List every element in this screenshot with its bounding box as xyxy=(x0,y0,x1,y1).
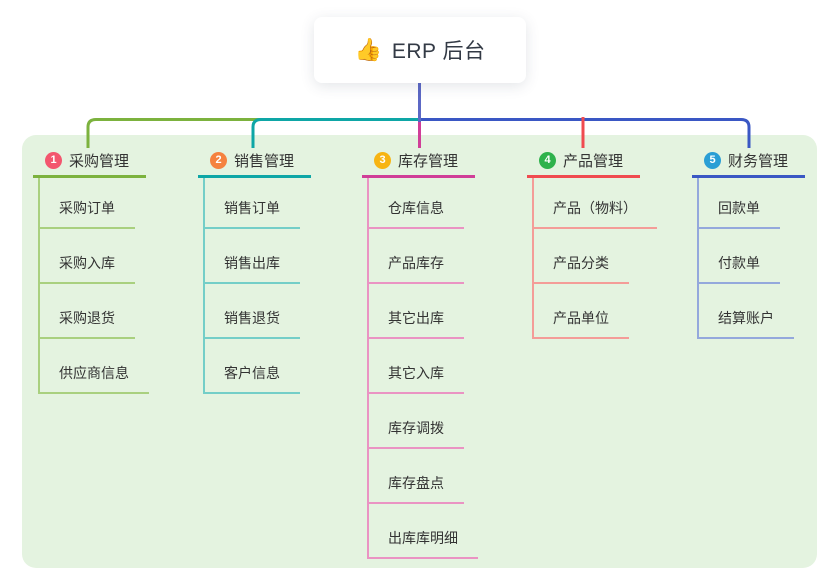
child-node-label: 供应商信息 xyxy=(59,365,129,381)
branch-children: 销售订单 销售出库 销售退货 客户信息 xyxy=(203,178,300,394)
child-node-label: 产品单位 xyxy=(553,310,609,326)
child-node[interactable]: 结算账户 xyxy=(699,284,794,339)
branch-children: 产品（物料） 产品分类 产品单位 xyxy=(532,178,657,339)
branch-node[interactable]: 3 库存管理 xyxy=(362,148,475,178)
child-node-label: 产品（物料） xyxy=(553,200,637,216)
child-node[interactable]: 供应商信息 xyxy=(40,339,149,394)
branch-children: 回款单 付款单 结算账户 xyxy=(697,178,794,339)
branch-label: 销售管理 xyxy=(234,152,295,170)
branch-label: 产品管理 xyxy=(563,152,624,170)
branch-node[interactable]: 2 销售管理 xyxy=(198,148,311,178)
child-node[interactable]: 采购订单 xyxy=(40,178,135,229)
branch-number-badge: 4 xyxy=(539,151,556,169)
branches-panel xyxy=(22,135,817,568)
child-node-label: 库存盘点 xyxy=(388,475,444,491)
child-node-label: 结算账户 xyxy=(718,310,774,326)
child-node[interactable]: 销售退货 xyxy=(205,284,300,339)
child-node-label: 回款单 xyxy=(718,200,760,216)
branch-2: 2 销售管理 销售订单 销售出库 销售退货 客户信息 xyxy=(198,148,363,394)
child-node-label: 库存调拨 xyxy=(388,420,444,436)
branch-label: 采购管理 xyxy=(69,152,130,170)
child-node[interactable]: 采购退货 xyxy=(40,284,135,339)
child-node-label: 销售退货 xyxy=(224,310,280,326)
child-node[interactable]: 出库库明细 xyxy=(369,504,478,559)
child-node[interactable]: 产品库存 xyxy=(369,229,464,284)
child-node-label: 采购退货 xyxy=(59,310,115,326)
child-node-label: 产品分类 xyxy=(553,255,609,271)
root-node[interactable]: 👍 ERP 后台 xyxy=(314,17,526,83)
child-node-label: 采购订单 xyxy=(59,200,115,216)
branch-number-badge: 3 xyxy=(374,151,391,169)
root-node-title: ERP 后台 xyxy=(391,40,486,63)
child-node[interactable]: 库存盘点 xyxy=(369,449,464,504)
child-node-label: 销售出库 xyxy=(224,255,280,271)
branch-number-badge: 5 xyxy=(704,151,721,169)
branch-node[interactable]: 4 产品管理 xyxy=(527,148,640,178)
branch-3: 3 库存管理 仓库信息 产品库存 其它出库 其它入库 库存调拨 库存盘点 出库库… xyxy=(362,148,527,559)
child-node-label: 出库库明细 xyxy=(388,530,458,546)
child-node[interactable]: 付款单 xyxy=(699,229,780,284)
branch-node[interactable]: 1 采购管理 xyxy=(33,148,146,178)
child-node[interactable]: 销售订单 xyxy=(205,178,300,229)
branch-5: 5 财务管理 回款单 付款单 结算账户 xyxy=(692,148,839,339)
child-node[interactable]: 其它出库 xyxy=(369,284,464,339)
child-node[interactable]: 销售出库 xyxy=(205,229,300,284)
thumbs-up-icon: 👍 xyxy=(354,37,382,62)
branch-label: 库存管理 xyxy=(398,152,459,170)
child-node[interactable]: 库存调拨 xyxy=(369,394,464,449)
child-node[interactable]: 客户信息 xyxy=(205,339,300,394)
child-node[interactable]: 产品（物料） xyxy=(534,178,657,229)
branch-1: 1 采购管理 采购订单 采购入库 采购退货 供应商信息 xyxy=(33,148,198,394)
child-node-label: 客户信息 xyxy=(224,365,280,381)
child-node-label: 付款单 xyxy=(718,255,760,271)
child-node[interactable]: 仓库信息 xyxy=(369,178,464,229)
child-node[interactable]: 采购入库 xyxy=(40,229,135,284)
child-node-label: 产品库存 xyxy=(388,255,444,271)
child-node-label: 其它入库 xyxy=(388,365,444,381)
branch-children: 采购订单 采购入库 采购退货 供应商信息 xyxy=(38,178,149,394)
child-node-label: 销售订单 xyxy=(224,200,280,216)
branch-4: 4 产品管理 产品（物料） 产品分类 产品单位 xyxy=(527,148,692,339)
branch-children: 仓库信息 产品库存 其它出库 其它入库 库存调拨 库存盘点 出库库明细 xyxy=(367,178,478,559)
child-node[interactable]: 回款单 xyxy=(699,178,780,229)
child-node-label: 其它出库 xyxy=(388,310,444,326)
branch-node[interactable]: 5 财务管理 xyxy=(692,148,805,178)
child-node[interactable]: 其它入库 xyxy=(369,339,464,394)
child-node[interactable]: 产品分类 xyxy=(534,229,629,284)
branch-number-badge: 2 xyxy=(210,151,227,169)
child-node[interactable]: 产品单位 xyxy=(534,284,629,339)
child-node-label: 采购入库 xyxy=(59,255,115,271)
child-node-label: 仓库信息 xyxy=(388,200,444,216)
branch-label: 财务管理 xyxy=(728,152,789,170)
branch-number-badge: 1 xyxy=(45,151,62,169)
